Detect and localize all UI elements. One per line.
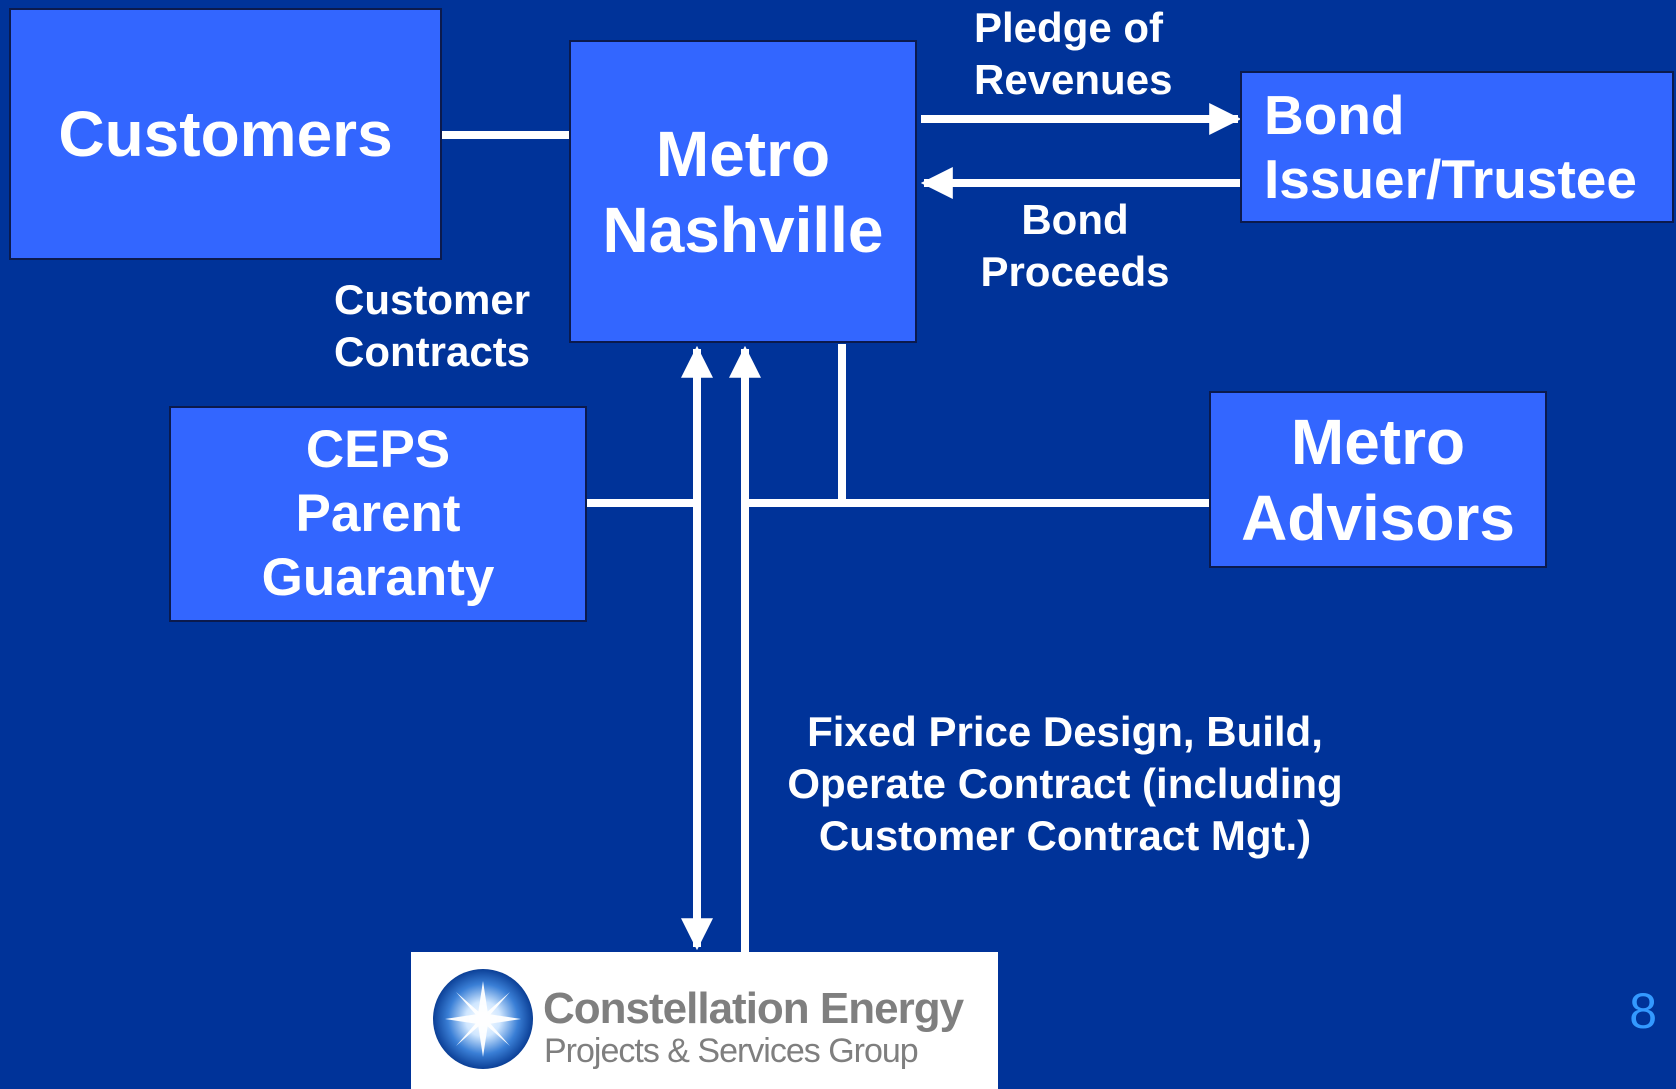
customer-contracts-line-2: Contracts <box>334 328 531 375</box>
customers-box: Customers <box>9 8 442 260</box>
bond-issuer-box: Bond Issuer/Trustee <box>1240 71 1674 223</box>
pledge-label: Pledge of Revenues <box>974 2 1172 106</box>
ceps-guaranty-box: CEPS Parent Guaranty <box>169 406 587 622</box>
customers-label: Customers <box>58 98 393 170</box>
customer-contracts-line-1: Customer <box>334 276 531 323</box>
ceps-line-1: CEPS <box>305 420 451 479</box>
metro-nashville-line-2: Nashville <box>602 193 884 266</box>
metro-advisors-line-2: Advisors <box>1241 481 1515 554</box>
metro-nashville-box: Metro Nashville <box>569 40 917 343</box>
constellation-energy-logo: Constellation Energy Projects & Services… <box>411 952 998 1089</box>
logo-subtitle: Projects & Services Group <box>544 1032 919 1070</box>
ceps-line-3: Guaranty <box>261 548 495 607</box>
proceeds-label-line-2: Proceeds <box>980 248 1170 295</box>
proceeds-label-line-1: Bond <box>1021 196 1129 243</box>
pledge-label-line-2: Revenues <box>974 56 1173 103</box>
metro-nashville-line-1: Metro <box>655 117 831 190</box>
contract-label: Fixed Price Design, Build, Operate Contr… <box>760 706 1370 862</box>
metro-advisors-box: Metro Advisors <box>1209 391 1547 568</box>
proceeds-label: Bond Proceeds <box>970 194 1180 298</box>
constellation-star-icon <box>433 969 533 1069</box>
contract-label-line-1: Fixed Price Design, Build, <box>807 708 1323 755</box>
ceps-line-2: Parent <box>295 484 461 543</box>
bond-issuer-line-1: Bond <box>1264 84 1405 146</box>
customer-contracts-label: Customer Contracts <box>334 274 530 378</box>
contract-label-line-3: Customer Contract Mgt.) <box>818 812 1312 859</box>
pledge-label-line-1: Pledge of <box>974 4 1164 51</box>
contract-label-line-2: Operate Contract (including <box>787 760 1343 807</box>
metro-advisors-line-1: Metro <box>1290 405 1466 478</box>
bond-issuer-line-2: Issuer/Trustee <box>1264 148 1637 210</box>
logo-company-name: Constellation Energy <box>543 984 964 1033</box>
page-number: 8 <box>1629 983 1657 1039</box>
